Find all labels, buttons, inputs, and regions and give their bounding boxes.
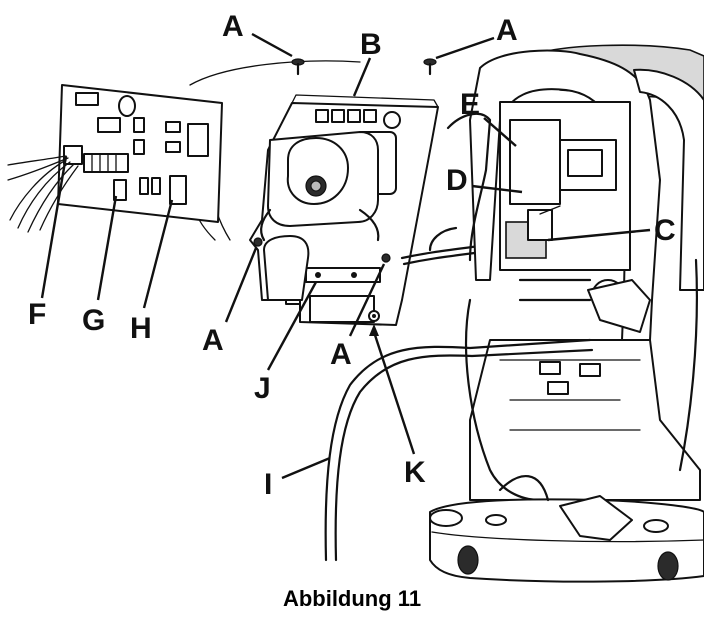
leader-a-top-right (435, 36, 495, 60)
connector-h-small (151, 177, 161, 195)
callout-a-top-left: A (222, 10, 244, 43)
leader-a-top-left (251, 32, 293, 58)
switch (347, 109, 361, 123)
connector-h-small (139, 177, 149, 195)
board-relay (187, 123, 209, 157)
leader-c (547, 228, 651, 242)
switch (331, 109, 345, 123)
callout-h: H (130, 312, 152, 345)
leader-f (40, 155, 68, 299)
connector-g (113, 179, 127, 201)
callout-j: J (254, 372, 271, 405)
board-component (165, 141, 181, 153)
callout-d: D (446, 164, 468, 197)
electronics-box-e (509, 119, 561, 205)
switch (315, 109, 329, 123)
callout-a-top-right: A (496, 14, 518, 47)
leader-j (266, 281, 318, 371)
screw-bottom (368, 310, 380, 322)
board-component (165, 121, 181, 133)
callout-a-left: A (202, 324, 224, 357)
leader-a-left (224, 247, 258, 323)
callout-i: I (264, 468, 272, 501)
connector-h (169, 175, 187, 205)
connector-f-housing (63, 145, 83, 165)
leader-e (483, 117, 517, 147)
deck-wheel-left (457, 545, 479, 575)
control-panel-housing (249, 94, 484, 326)
leader-i (281, 456, 331, 480)
leader-a-right (348, 263, 386, 337)
wire-bundle (7, 155, 79, 233)
board-component (133, 117, 145, 133)
leader-k-arrowhead (369, 324, 379, 336)
deck-bumper (429, 509, 463, 527)
callout-e: E (460, 88, 480, 121)
screw-right (381, 253, 391, 263)
screw-top-right (423, 58, 437, 76)
callout-c: C (654, 214, 676, 247)
deck-wheel-right (657, 551, 679, 581)
callout-g: G (82, 304, 105, 337)
callout-a-right: A (330, 338, 352, 371)
machine-body (428, 44, 704, 583)
figure-caption: Abbildung 11 (282, 586, 422, 611)
leader-k (372, 331, 416, 455)
callout-k: K (404, 456, 426, 489)
board-component (97, 117, 121, 133)
leader-b (352, 57, 372, 97)
board-component (133, 139, 145, 155)
callout-f: F (28, 298, 46, 331)
callout-b: B (360, 28, 382, 61)
screw-left (253, 237, 263, 247)
board-component (75, 92, 99, 106)
leader-g (96, 195, 118, 301)
valve-c (505, 205, 561, 259)
connector-strip (83, 153, 129, 173)
water-hose-i (324, 338, 594, 562)
switch (363, 109, 377, 123)
leader-h (142, 199, 174, 309)
key-switch (383, 111, 401, 129)
board-capacitor (118, 95, 136, 117)
leader-d (471, 184, 523, 194)
circuit-board (7, 84, 223, 233)
screw-top-left (291, 58, 305, 76)
